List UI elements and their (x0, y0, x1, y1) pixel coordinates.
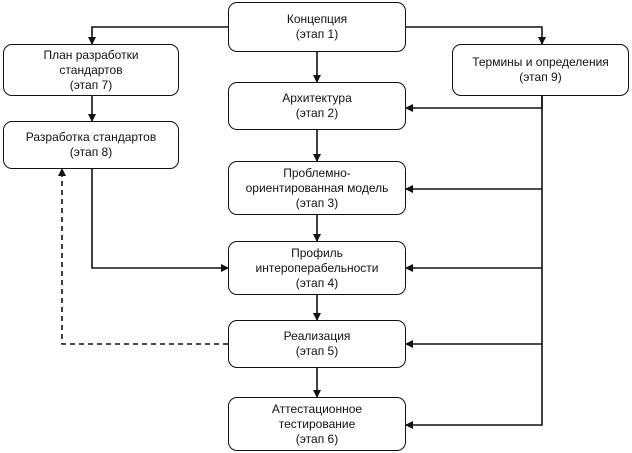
node-terms-definitions: Термины и определения (этап 9) (452, 44, 629, 96)
node-model-line-3: (этап 3) (295, 195, 339, 210)
arrow-terms-to-test (405, 96, 543, 429)
arrow-dev-to-profile (91, 169, 229, 272)
node-profile-line-2: интероперабельности (255, 260, 379, 275)
node-impl-line-1: Реализация (283, 329, 351, 343)
node-interoperability-profile: Профиль интероперабельности (этап 4) (228, 241, 406, 295)
node-test-line-3: (этап 6) (295, 431, 339, 446)
node-model-line-1: Проблемно- (283, 165, 351, 180)
node-domain-model: Проблемно- ориентированная модель (этап … (228, 161, 406, 215)
node-arch-line-2: (этап 2) (295, 106, 339, 120)
node-standards-development: Разработка стандартов (этап 8) (3, 121, 179, 169)
node-arch-line-1: Архитектура (282, 91, 352, 105)
node-profile-line-3: (этап 4) (295, 275, 339, 290)
node-concept-line-2: (этап 1) (295, 27, 339, 41)
node-dev-line-1: Разработка стандартов (25, 130, 157, 144)
node-impl-line-2: (этап 5) (295, 344, 339, 358)
node-architecture: Архитектура (этап 2) (228, 82, 406, 130)
node-plan-line-1: План разработки (43, 47, 139, 62)
node-model-line-2: ориентированная модель (245, 180, 389, 195)
node-concept-line-1: Концепция (286, 12, 348, 26)
arrow-impl-to-dev (58, 168, 228, 345)
node-plan-line-3: (этап 7) (69, 77, 113, 92)
node-terms-line-1: Термины и определения (472, 55, 609, 69)
node-implementation: Реализация (этап 5) (228, 320, 406, 368)
node-dev-line-2: (этап 8) (69, 145, 113, 159)
node-conformance-testing: Аттестационное тестирование (этап 6) (228, 397, 406, 451)
node-profile-line-1: Профиль (291, 245, 343, 260)
node-test-line-2: тестирование (278, 416, 356, 431)
node-concept: Концепция (этап 1) (228, 2, 406, 52)
node-test-line-1: Аттестационное (271, 401, 363, 416)
node-standards-plan: План разработки стандартов (этап 7) (3, 44, 179, 96)
arrow-concept-to-terms (406, 26, 546, 45)
node-plan-line-2: стандартов (59, 62, 123, 77)
node-terms-line-2: (этап 9) (519, 70, 562, 84)
arrow-terms-to-arch (405, 96, 543, 112)
arrow-concept-to-plan (88, 26, 228, 45)
